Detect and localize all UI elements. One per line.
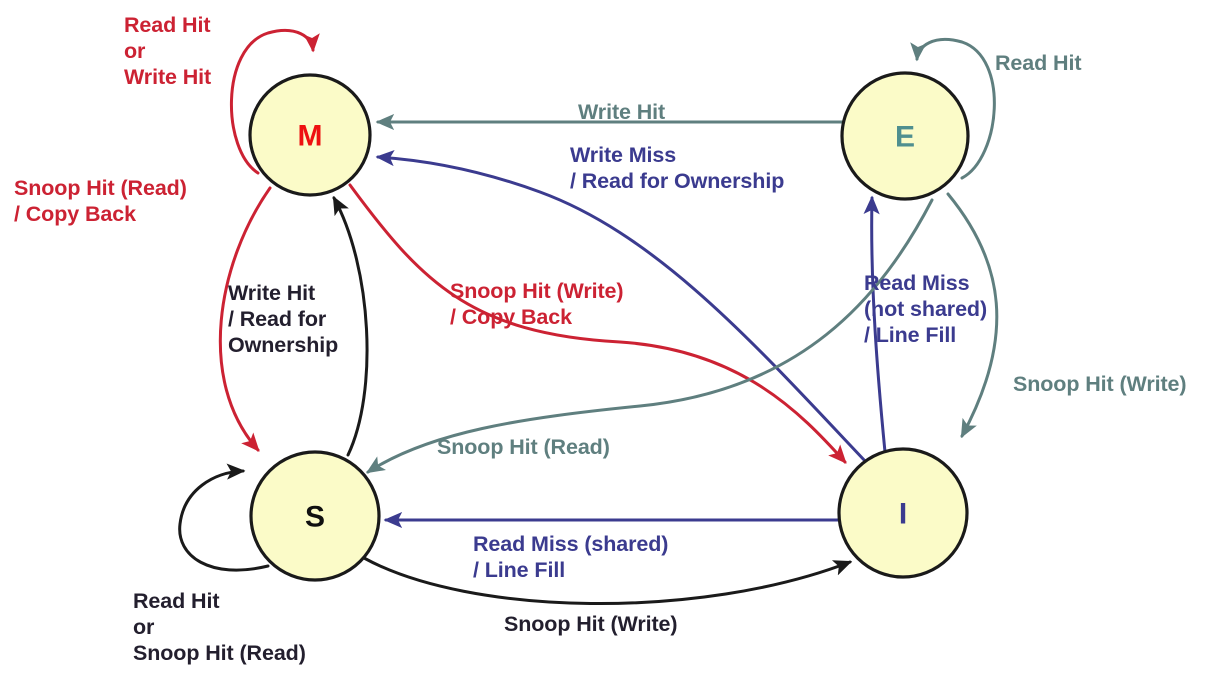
edge-m-to-s — [218, 186, 272, 452]
edge-e-to-e — [910, 37, 996, 180]
edge-m-to-i — [348, 183, 847, 464]
edge-label-e-to-i: Snoop Hit (Write) — [1013, 372, 1187, 396]
edge-label-s-to-i: Snoop Hit (Write) — [504, 612, 678, 636]
edge-label-s-self: Read Hit or Snoop Hit (Read) — [133, 589, 306, 665]
edge-s-to-i — [362, 556, 853, 606]
edge-label-e-to-s: Snoop Hit (Read) — [437, 435, 610, 459]
edge-label-m-self: Read Hit or Write Hit — [124, 13, 212, 89]
state-node-s[interactable]: S — [249, 450, 381, 582]
edge-s-to-m — [332, 195, 369, 457]
edge-s-to-s — [178, 463, 270, 572]
edge-m-to-m — [230, 28, 320, 175]
edge-label-i-to-e: Read Miss (not shared) / Line Fill — [864, 271, 988, 347]
state-label-m: M — [298, 120, 323, 153]
state-node-m[interactable]: M — [248, 73, 372, 197]
state-label-e: E — [895, 121, 915, 154]
edge-i-to-m — [375, 149, 868, 464]
edge-label-i-to-m: Write Miss / Read for Ownership — [570, 143, 785, 193]
state-label-i: I — [899, 498, 907, 531]
state-label-s: S — [305, 501, 325, 534]
edge-e-to-s — [365, 198, 934, 474]
edge-label-i-to-s: Read Miss (shared) / Line Fill — [473, 532, 669, 582]
state-node-i[interactable]: I — [837, 447, 969, 579]
edge-i-to-e — [863, 195, 887, 454]
edge-label-m-to-i: Snoop Hit (Write) / Copy Back — [450, 279, 624, 329]
state-node-e[interactable]: E — [840, 71, 970, 201]
edge-label-m-to-s: Snoop Hit (Read) / Copy Back — [14, 176, 187, 226]
edge-label-s-to-m: Write Hit / Read for Ownership — [228, 281, 339, 357]
edge-label-e-self: Read Hit — [995, 51, 1082, 75]
edge-label-e-to-m: Write Hit — [578, 100, 666, 124]
edge-e-to-i — [946, 192, 999, 439]
